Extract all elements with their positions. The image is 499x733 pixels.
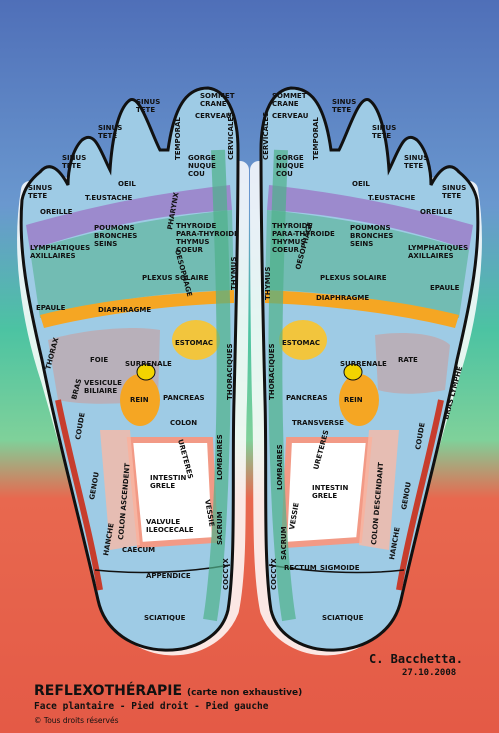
label-estomac-2: ESTOMAC: [282, 339, 320, 347]
label-pancreas-2: PANCREAS: [286, 394, 328, 402]
label-oreille: OREILLE: [40, 208, 73, 216]
colon-zone: [359, 430, 399, 550]
spine-zone: [203, 149, 231, 622]
label-sacrum-2: SACRUM: [280, 526, 288, 560]
label-temporal-2: TEMPORAL: [312, 117, 320, 160]
label-oeil: OEIL: [118, 180, 136, 188]
label-diaphragme-2: DIAPHRAGME: [316, 294, 369, 302]
label-cervicales: CERVICALES: [227, 112, 235, 160]
label-sacrum: SACRUM: [216, 511, 224, 545]
stomach-zone: [172, 320, 220, 360]
label-plexus: PLEXUS SOLAIRE: [142, 274, 209, 282]
spine-zone: [268, 149, 296, 622]
lung-zone: [265, 210, 469, 318]
label-epaule: EPAULE: [36, 304, 66, 312]
label-plexus-2: PLEXUS SOLAIRE: [320, 274, 387, 282]
label-thymus: THYMUS: [230, 257, 238, 290]
left-foot: [250, 86, 482, 656]
label-colon: COLON: [170, 419, 197, 427]
label-surrenale: SURRENALE: [125, 360, 172, 368]
label-epaule-2: EPAULE: [430, 284, 460, 292]
hip-line: [55, 399, 103, 591]
adrenal-zone: [136, 363, 156, 381]
diaphragm-band: [40, 290, 234, 328]
label-rate: RATE: [398, 356, 418, 364]
label-coccyx-2: COCCYX: [270, 558, 278, 590]
label-rectum: RECTUM: [284, 564, 317, 572]
colon-zone: [100, 430, 140, 550]
label-sigmoide: SIGMOIDE: [320, 564, 360, 572]
hip-line: [396, 399, 444, 591]
label-diaphragme: DIAPHRAGME: [98, 306, 151, 314]
label-surrenale-2: SURRENALE: [340, 360, 387, 368]
spleen-zone: [375, 333, 450, 394]
label-appendice: APPENDICE: [146, 572, 191, 580]
label-coccyx: COCCYX: [222, 558, 230, 590]
neck-zone: [267, 185, 473, 250]
label-oeil-2: OEIL: [352, 180, 370, 188]
label-sciatique: SCIATIQUE: [144, 614, 186, 622]
label-trompe: T.EUSTACHE: [85, 194, 133, 202]
label-rein: REIN: [130, 396, 149, 404]
label-trompe-2: T.EUSTACHE: [368, 194, 416, 202]
kidney-zone: [339, 374, 379, 426]
label-thoraciques-2: THORACIQUES: [268, 343, 276, 400]
label-thymus-2: THYMUS: [264, 267, 272, 300]
label-thoraciques: THORACIQUES: [226, 343, 234, 400]
label-transverse: TRANSVERSE: [292, 419, 344, 427]
label-sciatique-2: SCIATIQUE: [322, 614, 364, 622]
neck-zone: [26, 185, 232, 250]
label-lombaires: LOMBAIRES: [216, 434, 224, 480]
label-pancreas: PANCREAS: [163, 394, 205, 402]
stomach-zone: [279, 320, 327, 360]
label-cerveau-2: CERVEAU: [272, 112, 309, 120]
label-estomac: ESTOMAC: [175, 339, 213, 347]
kidney-zone: [120, 374, 160, 426]
diaphragm-band: [265, 290, 459, 328]
label-caecum: CAECUM: [122, 546, 155, 554]
label-lombaires-2: LOMBAIRES: [276, 444, 284, 490]
label-rein-2: REIN: [344, 396, 363, 404]
label-foie: FOIE: [90, 356, 108, 364]
label-cervicales-2: CERVICALES: [262, 112, 270, 160]
right-foot: [17, 86, 249, 656]
label-oreille-2: OREILLE: [420, 208, 453, 216]
adrenal-zone: [343, 363, 363, 381]
label-cerveau: CERVEAU: [195, 112, 232, 120]
lung-zone: [30, 210, 234, 318]
label-temporal: TEMPORAL: [174, 117, 182, 160]
